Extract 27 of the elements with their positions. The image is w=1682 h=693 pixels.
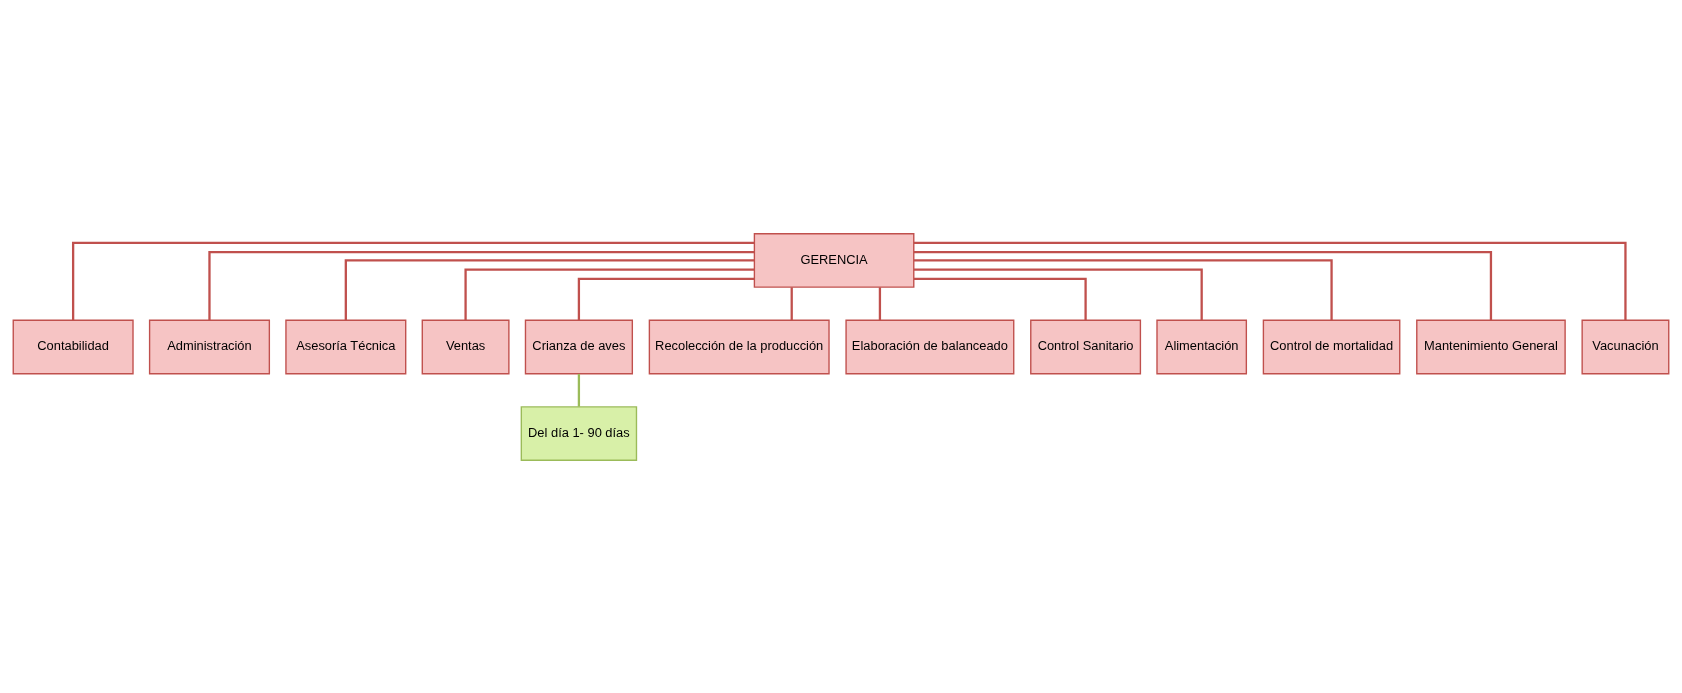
connector: [913, 241, 1627, 320]
connector: [577, 277, 755, 320]
node-box: Elaboración de balanceado: [845, 319, 1015, 374]
connector: [913, 250, 1493, 320]
node-box: Del día 1- 90 días: [520, 405, 638, 461]
connector: [914, 258, 1333, 320]
connector: [208, 250, 755, 320]
connector: [344, 258, 755, 320]
connector: [878, 286, 882, 320]
node-box: Mantenimiento General: [1416, 319, 1566, 374]
node-box: Crianza de aves: [524, 319, 634, 374]
node-box: Control de mortalidad: [1262, 319, 1401, 374]
connector: [464, 267, 755, 320]
connector: [577, 373, 581, 407]
node-box: Asesoría Técnica: [285, 319, 407, 374]
node-box: Alimentación: [1156, 319, 1248, 374]
connector: [790, 286, 793, 320]
node-box: Recolección de la producción: [648, 319, 830, 374]
node-box: Control Sanitario: [1030, 319, 1142, 374]
connector: [914, 277, 1087, 320]
node-box: Administración: [148, 319, 271, 374]
node-box: Vacunación: [1581, 319, 1670, 374]
node-box: GERENCIA: [753, 232, 915, 288]
connector: [913, 267, 1203, 320]
node-box: Contabilidad: [12, 319, 134, 374]
node-box: Ventas: [421, 319, 510, 374]
connector: [71, 241, 755, 320]
